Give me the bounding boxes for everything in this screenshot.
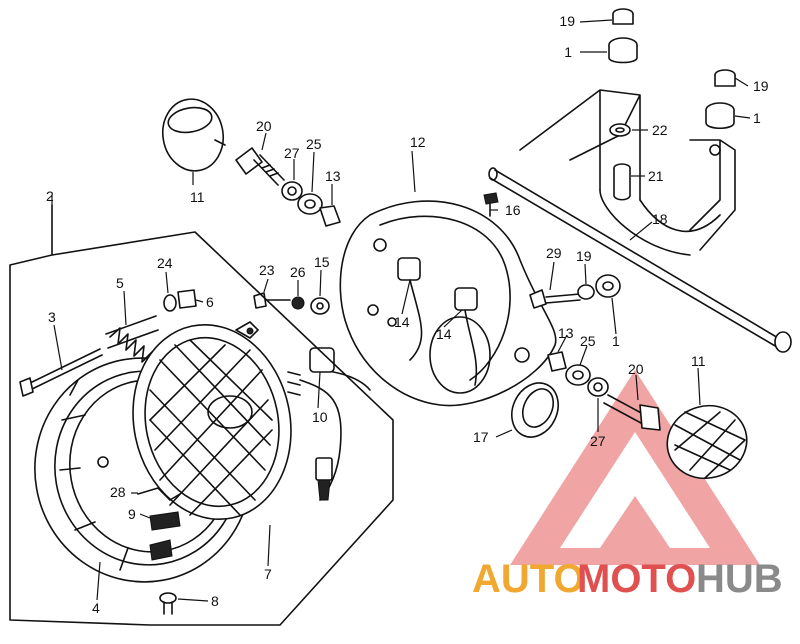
callout-17: 17 (473, 429, 489, 445)
callout-4: 4 (92, 600, 100, 616)
watermark-moto: MOTO (577, 557, 696, 601)
nut-13-left (319, 205, 341, 227)
sealed-beam-unit (132, 321, 301, 521)
clip-9 (149, 511, 181, 531)
callout-10: 10 (312, 409, 328, 425)
screw-8 (159, 592, 177, 615)
adjust-screw-3 (19, 348, 103, 397)
callout-8: 8 (211, 593, 219, 609)
turn-signal-left (162, 98, 226, 172)
callout-14-right: 14 (436, 326, 452, 342)
washer-27-left (281, 181, 303, 201)
callout-7: 7 (264, 566, 272, 582)
callout-19-top-right: 19 (753, 78, 769, 94)
headlight-case (339, 200, 557, 407)
wiring-harness (299, 347, 371, 501)
grommet-ring (511, 382, 559, 438)
callout-6: 6 (206, 294, 214, 310)
callout-2: 2 (46, 188, 54, 204)
cushion-1-right (595, 274, 621, 298)
callout-1-top-right: 1 (753, 110, 761, 126)
callout-20-right: 20 (628, 361, 644, 377)
callout-27-left: 27 (284, 145, 300, 161)
callout-13-left: 13 (325, 168, 341, 184)
collar-15 (310, 297, 330, 315)
callout-11-left: 11 (190, 189, 205, 205)
callout-5: 5 (116, 275, 124, 291)
spring-5 (105, 315, 159, 363)
washer-24 (163, 294, 177, 312)
callout-29: 29 (546, 245, 562, 261)
headlight-stay-bracket (488, 89, 792, 353)
bolt-29 (529, 289, 581, 309)
stud-bolt-right (603, 394, 661, 431)
watermark-auto: AUTO (472, 557, 585, 601)
callout-19-top-left: 19 (559, 13, 575, 29)
collar-19-right (577, 284, 595, 300)
nut-13-right (547, 351, 567, 372)
watermark-text: AUTO MOTO HUB (472, 557, 783, 601)
nut-26 (291, 296, 305, 310)
callout-22: 22 (652, 122, 668, 138)
callout-21: 21 (648, 168, 664, 184)
callout-9: 9 (128, 506, 136, 522)
collar-21 (613, 163, 631, 201)
callout-1-right: 1 (612, 333, 620, 349)
callout-16: 16 (505, 202, 521, 218)
washer-22 (609, 123, 631, 137)
callout-27-right: 27 (590, 433, 606, 449)
callout-13-right: 13 (558, 325, 574, 341)
group-2-bracket (9, 204, 394, 626)
callout-3: 3 (48, 309, 56, 325)
stud-bolt-left (235, 147, 285, 186)
callout-15: 15 (314, 254, 330, 270)
callout-23: 23 (259, 262, 275, 278)
cushion-top-left (608, 8, 638, 64)
callout-12: 12 (410, 134, 426, 150)
cushion-top-right (705, 69, 736, 130)
callout-24: 24 (157, 255, 173, 271)
callout-25-left: 25 (306, 136, 322, 152)
callout-28: 28 (110, 484, 126, 500)
callout-1-top-left: 1 (564, 44, 572, 60)
callout-labels: 19 1 19 1 22 21 18 16 12 11 20 27 25 13 … (46, 13, 769, 616)
callout-19-right: 19 (576, 248, 592, 264)
nut-6 (177, 289, 197, 309)
watermark-hub: HUB (696, 557, 783, 601)
washer-25-left (297, 193, 323, 215)
turn-signal-right (666, 404, 748, 480)
bracket-28 (137, 487, 181, 501)
washer-25-right (565, 364, 591, 386)
callout-26: 26 (290, 264, 306, 280)
leader-lines (51, 19, 751, 602)
callout-18: 18 (652, 211, 668, 227)
watermark-logo (510, 370, 760, 565)
callout-14-left: 14 (394, 314, 410, 330)
washer-27-right (587, 377, 609, 397)
callout-11-right: 11 (691, 353, 706, 369)
callout-25-right: 25 (580, 333, 596, 349)
callout-20-left: 20 (256, 118, 272, 134)
bolt-16 (483, 192, 499, 217)
